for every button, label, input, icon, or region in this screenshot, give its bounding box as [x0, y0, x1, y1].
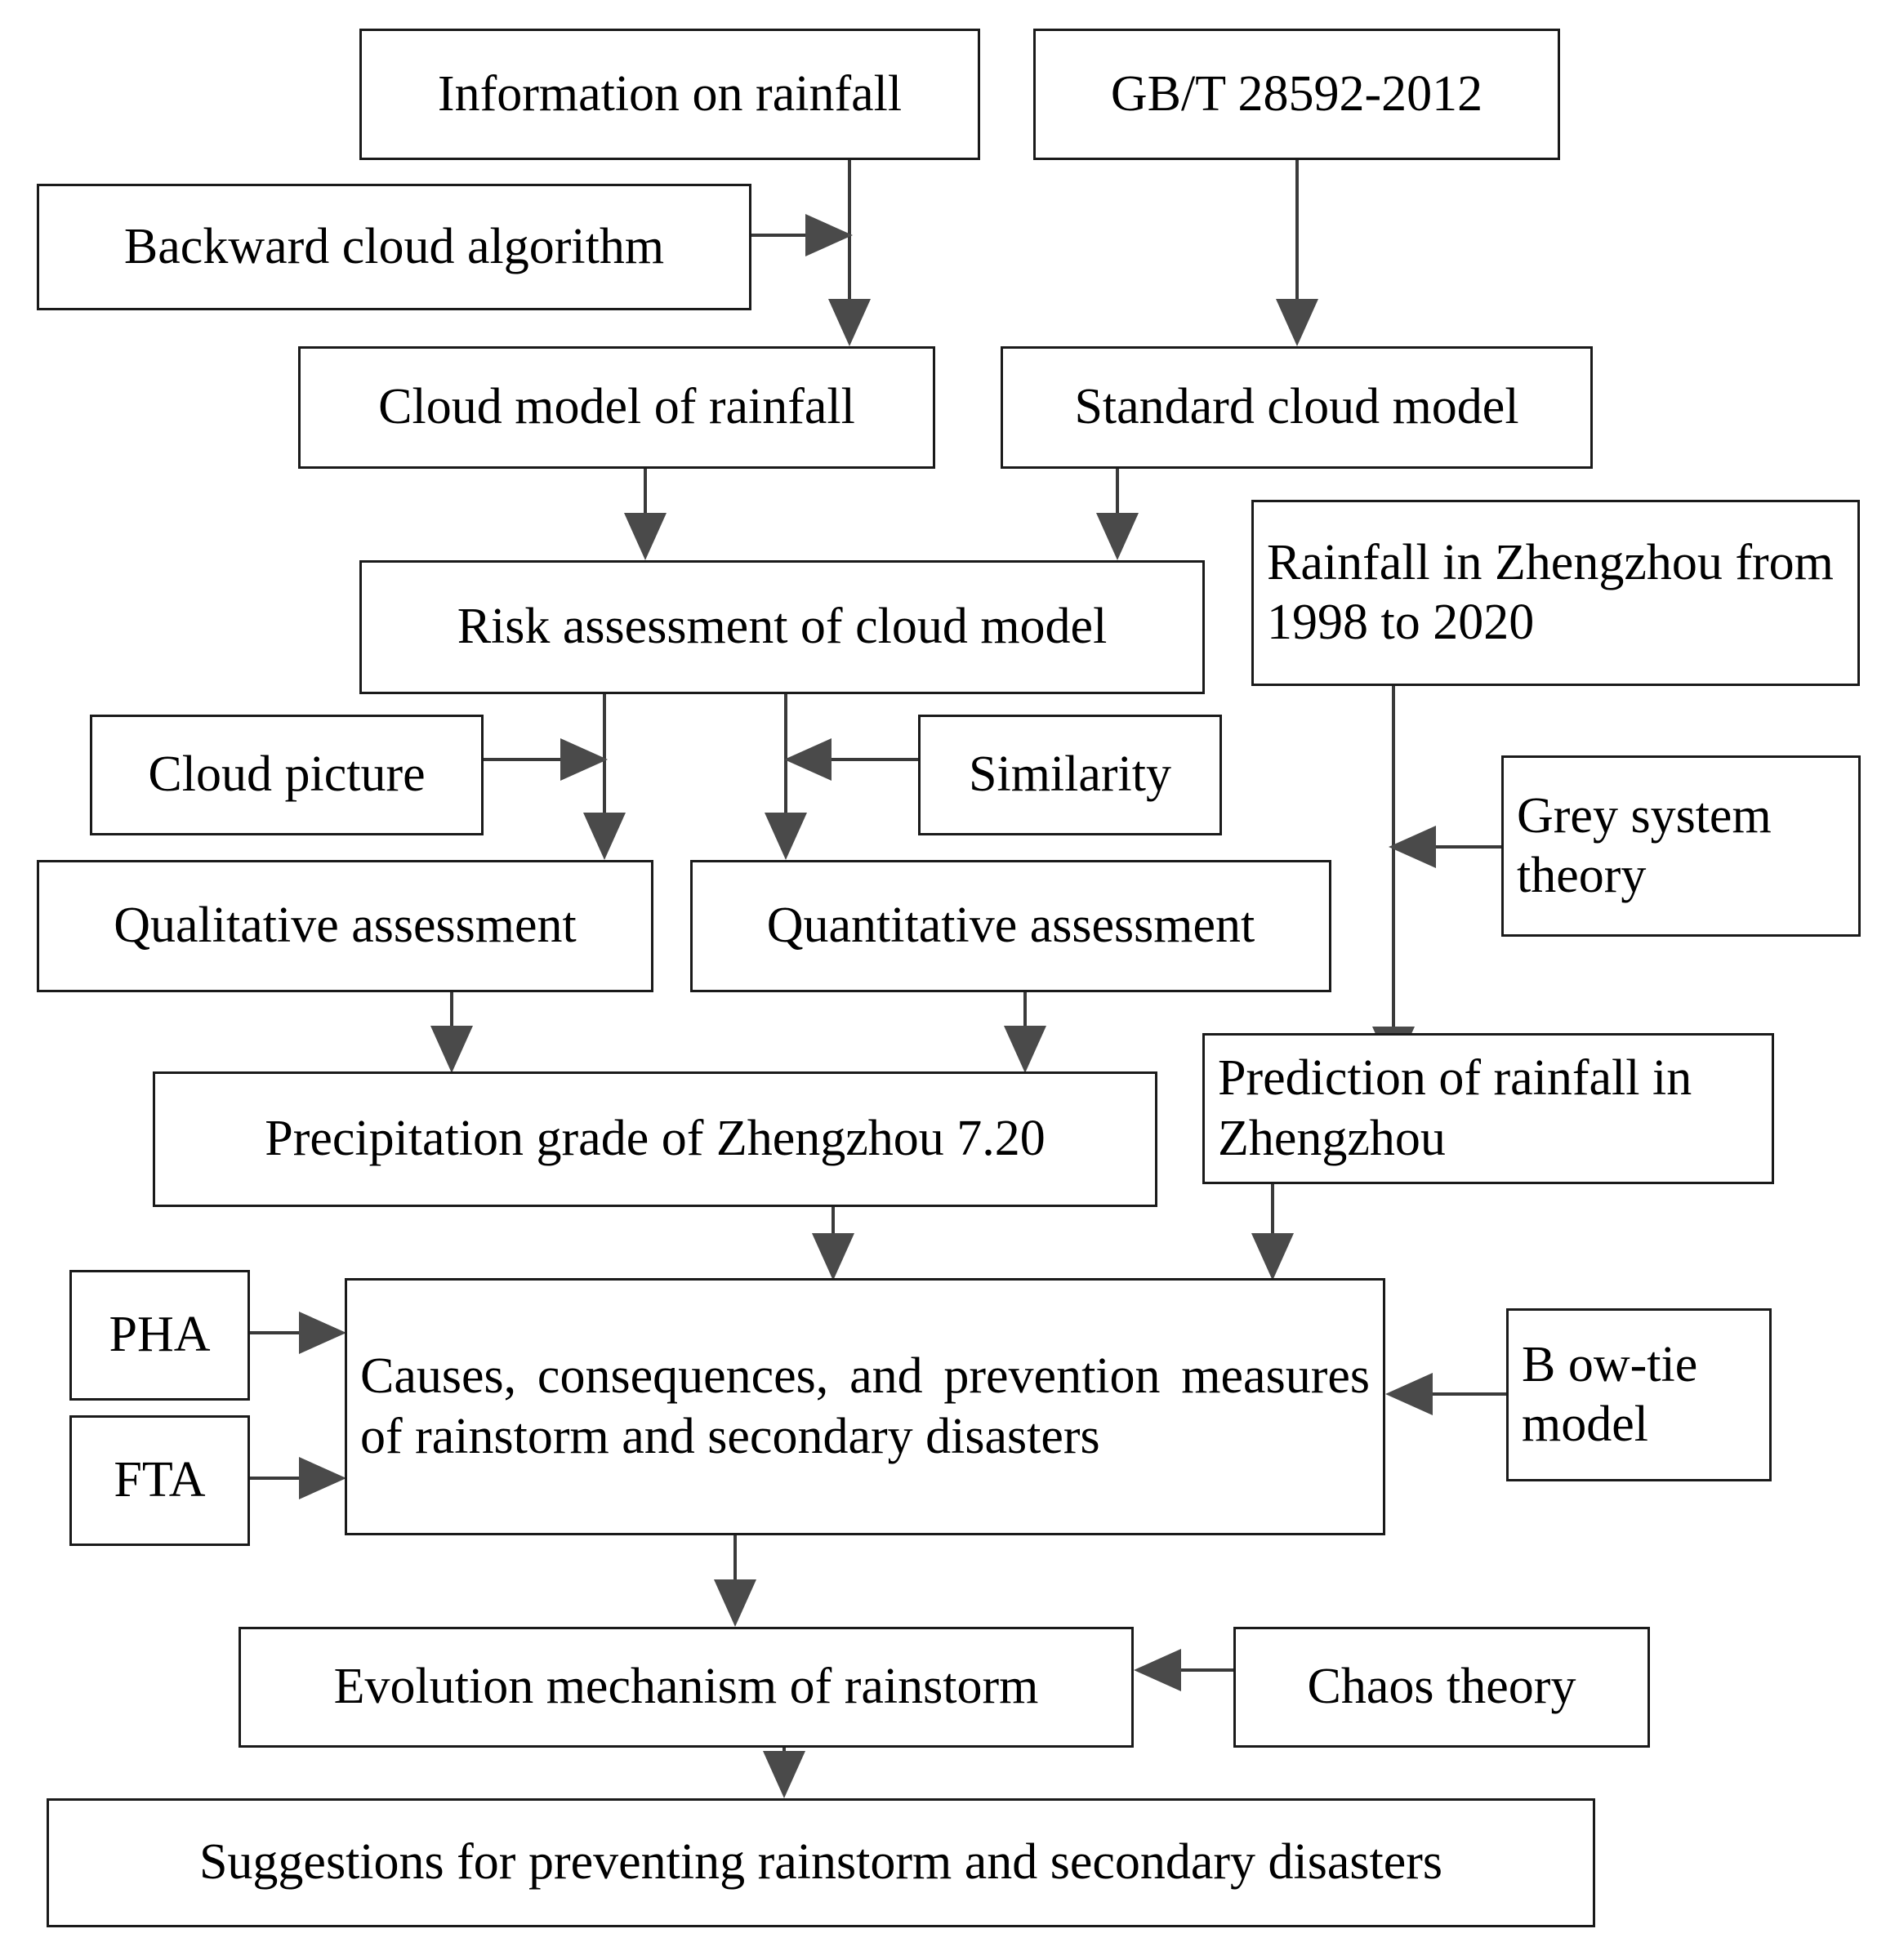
arrowhead-quantitative-to-precip — [1004, 1026, 1046, 1073]
node-label: B ow-tie model — [1522, 1336, 1698, 1452]
arrowhead-evolution-to-suggestions — [763, 1751, 805, 1798]
arrowhead-info-to-cloudmodel — [828, 299, 871, 346]
node-grey-system-theory[interactable]: Grey system theory — [1501, 755, 1861, 937]
arrowhead-gbt-to-standard — [1276, 299, 1318, 346]
node-standard-cloud-model[interactable]: Standard cloud model — [1001, 346, 1593, 469]
node-backward-cloud-algorithm[interactable]: Backward cloud algorithm — [37, 184, 751, 310]
arrowhead-grey-to-join — [1389, 826, 1436, 868]
node-label: Cloud model of rainfall — [378, 379, 855, 435]
node-label: Causes, consequences, and prevention mea… — [360, 1348, 1370, 1464]
node-quantitative-assessment[interactable]: Quantitative assessment — [690, 860, 1331, 992]
node-suggestions[interactable]: Suggestions for preventing rainstorm and… — [47, 1798, 1595, 1927]
node-label: Evolution mechanism of rainstorm — [333, 1659, 1039, 1715]
node-prediction-of-rainfall[interactable]: Prediction of rainfall in Zhengzhou — [1202, 1033, 1774, 1184]
node-causes-consequences[interactable]: Causes, consequences, and prevention mea… — [345, 1278, 1385, 1535]
node-evolution-mechanism[interactable]: Evolution mechanism of rainstorm — [239, 1627, 1134, 1748]
node-rainfall-zhengzhou-1998-2020[interactable]: Rainfall in Zhengzhou from 1998 to 2020 — [1251, 500, 1860, 686]
arrowhead-chaos-to-evolution — [1134, 1649, 1181, 1691]
arrowhead-risk-to-qualitative — [583, 813, 626, 860]
arrowhead-precip-to-causes — [812, 1233, 854, 1281]
node-label: Precipitation grade of Zhengzhou 7.20 — [265, 1111, 1046, 1167]
node-label: Backward cloud algorithm — [123, 218, 665, 274]
arrowhead-qualitative-to-precip — [430, 1026, 473, 1073]
arrowhead-causes-to-evolution — [714, 1579, 756, 1627]
node-bow-tie-model[interactable]: B ow-tie model — [1506, 1308, 1772, 1481]
node-label: Chaos theory — [1307, 1659, 1576, 1715]
arrowhead-similarity-to-join — [784, 738, 832, 781]
node-qualitative-assessment[interactable]: Qualitative assessment — [37, 860, 653, 992]
node-label: Rainfall in Zhengzhou from 1998 to 2020 — [1267, 534, 1834, 650]
node-label: GB/T 28592-2012 — [1110, 65, 1483, 122]
arrowhead-prediction-to-causes — [1251, 1233, 1294, 1281]
arrowhead-backward-to-join — [805, 214, 853, 256]
node-fta[interactable]: FTA — [69, 1415, 250, 1546]
arrowhead-bowtie-to-causes — [1385, 1373, 1433, 1415]
node-label: Similarity — [969, 746, 1171, 803]
node-cloud-model-of-rainfall[interactable]: Cloud model of rainfall — [298, 346, 935, 469]
node-label: Suggestions for preventing rainstorm and… — [198, 1834, 1443, 1891]
node-information-on-rainfall[interactable]: Information on rainfall — [359, 29, 980, 160]
node-label: Risk assessment of cloud model — [457, 599, 1108, 655]
node-label: Prediction of rainfall in Zhengzhou — [1218, 1050, 1692, 1166]
node-cloud-picture[interactable]: Cloud picture — [90, 715, 484, 835]
node-gbt-standard[interactable]: GB/T 28592-2012 — [1033, 29, 1560, 160]
node-risk-assessment-cloud-model[interactable]: Risk assessment of cloud model — [359, 560, 1205, 694]
node-precipitation-grade[interactable]: Precipitation grade of Zhengzhou 7.20 — [153, 1071, 1157, 1207]
node-label: Cloud picture — [148, 746, 426, 803]
node-label: Quantitative assessment — [766, 898, 1255, 954]
arrowhead-cloudpicture-to-join — [560, 738, 608, 781]
node-label: Information on rainfall — [437, 65, 903, 122]
arrowhead-risk-to-quantitative — [765, 813, 807, 860]
node-label: Standard cloud model — [1074, 379, 1519, 435]
arrowhead-standard-to-risk — [1096, 513, 1139, 560]
node-pha[interactable]: PHA — [69, 1270, 250, 1401]
node-similarity[interactable]: Similarity — [918, 715, 1222, 835]
node-label: Qualitative assessment — [114, 898, 577, 954]
node-label: FTA — [114, 1452, 206, 1508]
node-chaos-theory[interactable]: Chaos theory — [1233, 1627, 1650, 1748]
arrowhead-fta-to-causes — [299, 1457, 346, 1499]
arrowhead-pha-to-causes — [299, 1312, 346, 1354]
arrowhead-cloudmodel-to-risk — [624, 513, 667, 560]
node-label: Grey system theory — [1517, 787, 1772, 903]
node-label: PHA — [109, 1307, 211, 1363]
